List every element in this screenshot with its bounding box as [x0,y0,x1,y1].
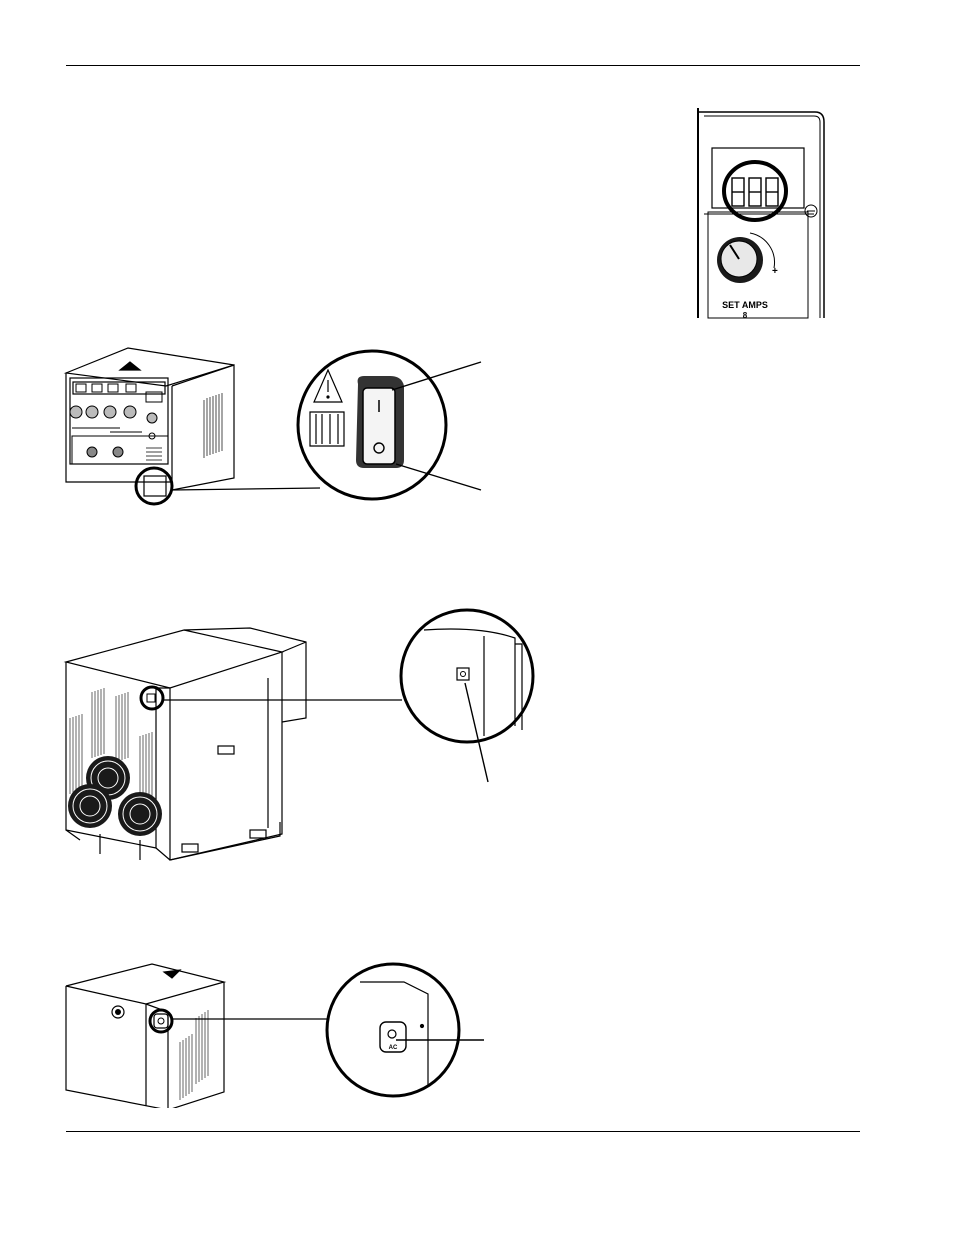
screw-icon [804,204,818,218]
chiller-ac-figure: AC [65,962,484,1108]
ac-button-label: AC [389,1045,398,1051]
rocker-switch-icon[interactable] [356,376,404,468]
rear-vents [69,688,153,804]
cooling-fan-icon [68,756,162,836]
leader-line-reset [464,682,489,783]
front-controls [69,383,169,465]
fill-cap-icon [111,1005,125,1019]
warning-icon [313,368,343,403]
display-highlight-circle [722,160,788,222]
chiller-vents [179,1010,209,1100]
reset-highlight-circle [139,685,165,711]
manual-book-icon [309,411,345,447]
set-amps-label: SET AMPS [722,300,768,310]
amperage-knob-icon [717,237,763,283]
switch-thumbnail [143,475,167,497]
seven-segment-display [731,177,779,207]
leader-line-on [391,361,482,391]
set-amps-sub: 8 [743,311,748,320]
side-vents [203,393,223,458]
header-rule [66,65,860,66]
power-switch-figure [63,347,482,506]
power-supply-unit [63,627,307,861]
chiller-unit [65,963,227,1108]
panel-display-figure: + SET AMPS 8 [697,108,825,320]
display-window [711,147,805,209]
reset-detail-circle [399,608,535,744]
footer-rule [66,1131,860,1132]
rear-reset-figure [63,608,535,861]
leader-line-off [395,463,482,491]
switch-highlight-circle [134,466,174,506]
ac-button-icon[interactable] [379,1021,407,1053]
plus-mark: + [772,266,778,277]
reset-button-icon[interactable] [456,667,470,681]
ac-highlight-circle [148,1008,174,1034]
